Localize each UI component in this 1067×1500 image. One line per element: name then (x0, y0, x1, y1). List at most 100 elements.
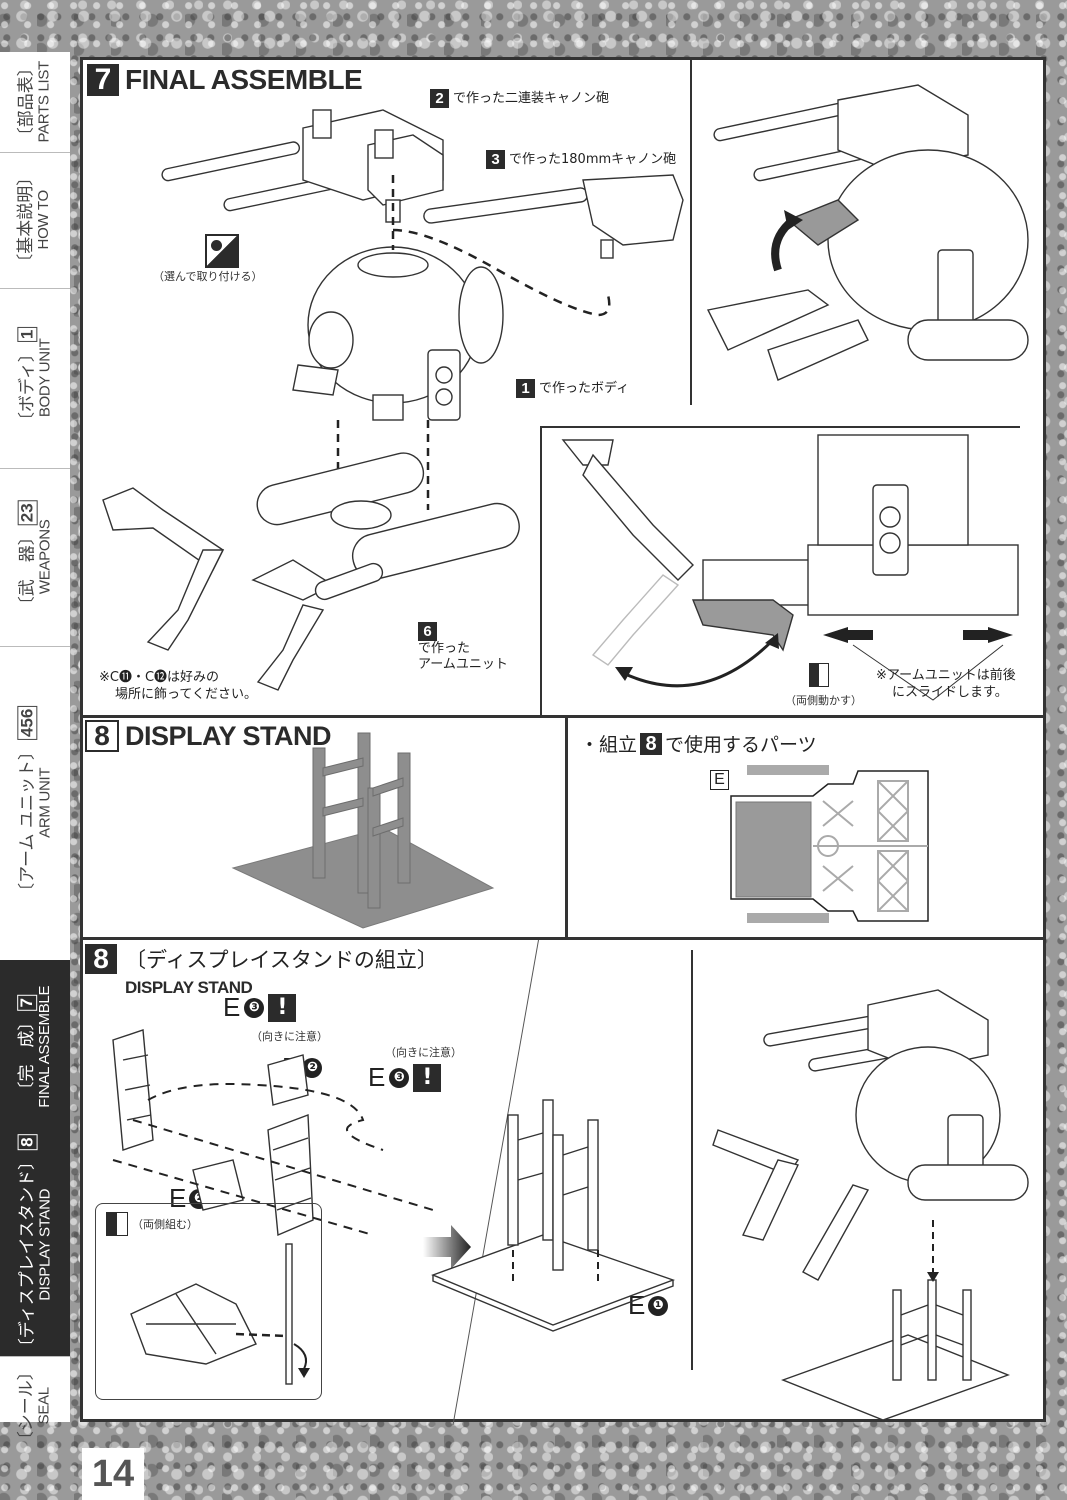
step-header: 7 FINAL ASSEMBLE (87, 64, 363, 96)
mount-path-dashes (392, 228, 611, 317)
arm-slide-side-view (561, 434, 1019, 701)
frame-detail-drawing (130, 1243, 310, 1385)
tab-parts-list[interactable]: 〔部品表〕PARTS LIST (0, 52, 70, 153)
divider (83, 937, 1043, 940)
both-sides-icon (809, 663, 829, 687)
runner-label: E (710, 770, 729, 790)
assembled-unit-view (706, 84, 1029, 381)
display-stand-render (231, 732, 495, 929)
tab-label-en: WEAPONS (36, 519, 54, 595)
divider (540, 426, 1020, 428)
step-header: 8 DISPLAY STAND (85, 720, 332, 752)
step-title: FINAL ASSEMBLE (125, 64, 363, 95)
tab-how-to[interactable]: 〔基本説明〕HOW TO (0, 152, 70, 289)
page-number: 14 (82, 1448, 144, 1500)
step-title-jp: 〔ディスプレイスタンドの組立〕 (125, 948, 438, 972)
part-number: ❸ (244, 997, 265, 1018)
stand-frames-exploded (112, 1029, 434, 1237)
choose-one-icon (205, 234, 239, 268)
note-line: ※C⓫・C⓬は好みの (99, 670, 220, 685)
callout-body: 1 で作ったボディ (516, 377, 629, 398)
callout-text: で作った二連装キャノン砲 (453, 91, 610, 106)
step-number-badge: 23 (17, 500, 38, 526)
callout-text: で作った (418, 641, 471, 656)
assemble-both-note: （両側組む） (132, 1218, 198, 1231)
tab-label-jp: 〔完 成〕 (17, 1013, 38, 1099)
part-number: ❸ (389, 1067, 410, 1088)
step-title: DISPLAY STAND (125, 720, 332, 751)
tab-label-jp: 〔ボディ〕 (17, 345, 38, 430)
part-label-e3-right: E ❸ ! (368, 1062, 442, 1093)
body-unit-drawing (292, 175, 504, 421)
step-ref-badge: 8 (640, 732, 663, 755)
step-number: 8 (85, 720, 119, 752)
callout-text: で作ったボディ (539, 381, 630, 396)
step-number-badge: 8 (17, 1134, 38, 1151)
tab-label-en: HOW TO (35, 190, 53, 250)
tab-label-en: BODY UNIT (36, 338, 54, 418)
note-line: にスライドします。 (892, 684, 1008, 700)
step-header: 8 〔ディスプレイスタンドの組立〕 (85, 944, 438, 974)
tab-label-jp: 〔ディスプレイスタンド〕 (17, 1153, 38, 1356)
warning-icon: ! (413, 1063, 442, 1092)
step-number: 8 (85, 944, 117, 974)
tab-label-en: ARM UNIT (36, 767, 54, 839)
arm-unit-drawing (102, 420, 520, 691)
step-ref-badge: 3 (486, 150, 505, 169)
callout-text: アームユニット (418, 657, 508, 673)
callout-arm-unit: 6 で作った アームユニット (418, 622, 508, 674)
final-assembled-on-stand-view (712, 989, 1029, 1421)
parts-used-panel: ・組立 8 で使用するパーツ E (568, 718, 1043, 937)
stand-on-base-drawing (431, 1099, 676, 1332)
divider (690, 60, 692, 405)
tab-label-jp: 〔シール〕 (16, 1363, 37, 1449)
part-letter: E (169, 1183, 187, 1213)
heading-text: で使用するパーツ (665, 734, 817, 756)
tab-label-jp: 〔基本説明〕 (16, 169, 37, 271)
part-label-e3-top: E ❸ ! (223, 992, 297, 1023)
tab-seal[interactable]: 〔シール〕SEAL (0, 1356, 70, 1456)
divider (565, 715, 568, 937)
divider (540, 426, 542, 716)
step-number-badge: 456 (17, 705, 38, 741)
decor-note: ※C⓫・C⓬は好みの 場所に飾ってください。 (99, 670, 257, 704)
step-7-panel: 7 FINAL ASSEMBLE 2 で作った二連装キャノン砲 (83, 60, 1043, 715)
tab-label-jp: 〔アーム ユニット〕 (17, 743, 38, 901)
both-sides-icon (106, 1212, 128, 1236)
part-number: ❶ (648, 1295, 669, 1316)
display-stand-preview-panel: 8 DISPLAY STAND (83, 718, 565, 937)
divider (83, 715, 1043, 718)
twin-cannon-drawing (161, 109, 444, 223)
tab-label-en: DISPLAY STAND (36, 1189, 54, 1301)
part-letter: E (368, 1062, 386, 1092)
note-line: 場所に飾ってください。 (115, 686, 257, 702)
runner-e-diagram (730, 765, 929, 923)
step-ref-badge: 1 (516, 379, 535, 398)
180mm-cannon-drawing (423, 174, 684, 259)
step-ref-badge: 2 (430, 89, 449, 108)
step-number-badge: 7 (17, 995, 38, 1011)
step-ref-badge: 6 (418, 622, 437, 641)
callout-text: で作った180mmキャノン砲 (509, 152, 677, 167)
step-number: 7 (87, 64, 119, 96)
callout-180mm-cannon: 3 で作った180mmキャノン砲 (486, 148, 676, 169)
divider (691, 950, 693, 1370)
choose-note: （選んで取り付ける） (153, 270, 263, 283)
parts-used-heading: ・組立 8 で使用するパーツ (580, 730, 817, 757)
next-step-arrow-icon (423, 1225, 471, 1269)
note-line: ※アームユニットは前後 (876, 668, 1016, 683)
tab-label-en: PARTS LIST (35, 61, 53, 143)
slide-note: ※アームユニットは前後 にスライドします。 (876, 668, 1016, 702)
step-8-panel: 8 〔ディスプレイスタンドの組立〕 DISPLAY STAND E ❸ ! （向… (83, 940, 1043, 1421)
tab-label-en: FINAL ASSEMBLE (36, 986, 54, 1108)
step-title-en: DISPLAY STAND (125, 978, 253, 997)
instruction-page-frame: 7 FINAL ASSEMBLE 2 で作った二連装キャノン砲 (80, 57, 1046, 1425)
orientation-note: （向きに注意） (251, 1030, 328, 1043)
step-number-badge: 1 (17, 326, 38, 343)
